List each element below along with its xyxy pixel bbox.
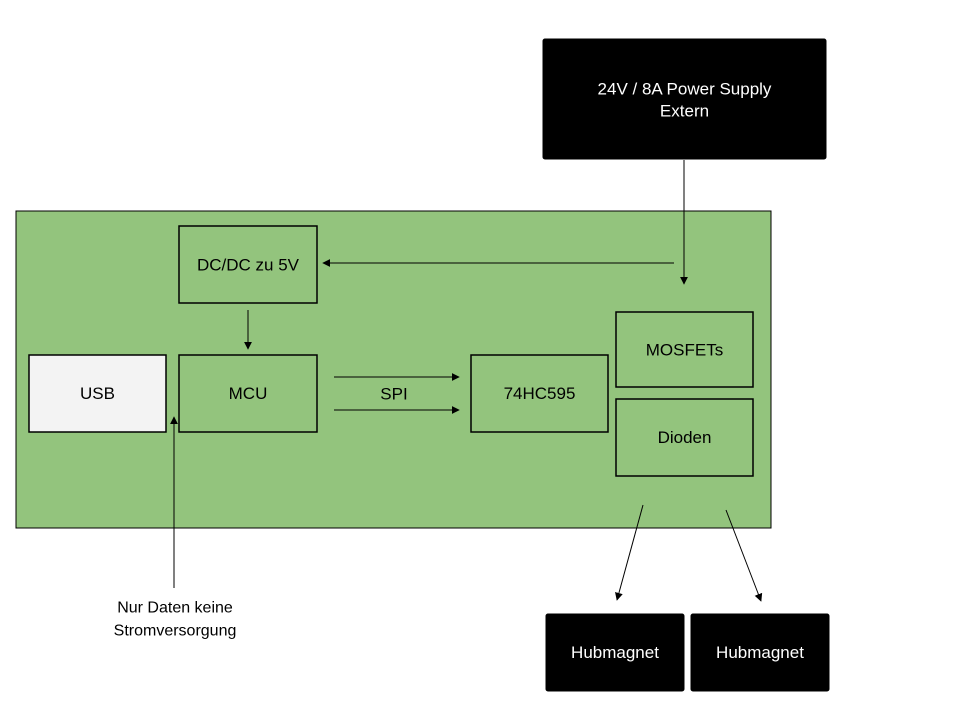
arrow-dioden-to-hubmagnet-1 <box>615 504 644 601</box>
dioden-node: Dioden <box>615 398 754 477</box>
shift-register-label: 74HC595 <box>504 384 576 403</box>
hubmagnet-2-label: Hubmagnet <box>716 643 804 662</box>
hubmagnet-1-node: Hubmagnet <box>545 613 685 692</box>
mosfets-node: MOSFETs <box>615 311 754 388</box>
hubmagnet-1-label: Hubmagnet <box>571 643 659 662</box>
usb-note-line1: Nur Daten keine <box>117 600 233 617</box>
usb-label: USB <box>80 384 115 403</box>
dcdc-node: DC/DC zu 5V <box>178 225 318 304</box>
dioden-label: Dioden <box>658 428 712 447</box>
usb-note-line2: Stromversorgung <box>114 623 237 640</box>
power-supply-label-line1: 24V / 8A Power Supply <box>598 80 772 99</box>
hubmagnet-2-node: Hubmagnet <box>690 613 830 692</box>
power-supply-label-line2: Extern <box>660 102 709 121</box>
usb-node: USB <box>28 354 167 433</box>
mcu-node: MCU <box>178 354 318 433</box>
spi-label: SPI <box>380 385 407 404</box>
arrow-dioden-to-hubmagnet-2 <box>725 509 763 602</box>
mcu-label: MCU <box>229 384 268 403</box>
mosfets-label: MOSFETs <box>646 341 723 360</box>
shift-register-node: 74HC595 <box>470 354 609 433</box>
power-supply-node: 24V / 8A Power Supply Extern <box>542 38 827 160</box>
dcdc-label: DC/DC zu 5V <box>197 256 300 275</box>
